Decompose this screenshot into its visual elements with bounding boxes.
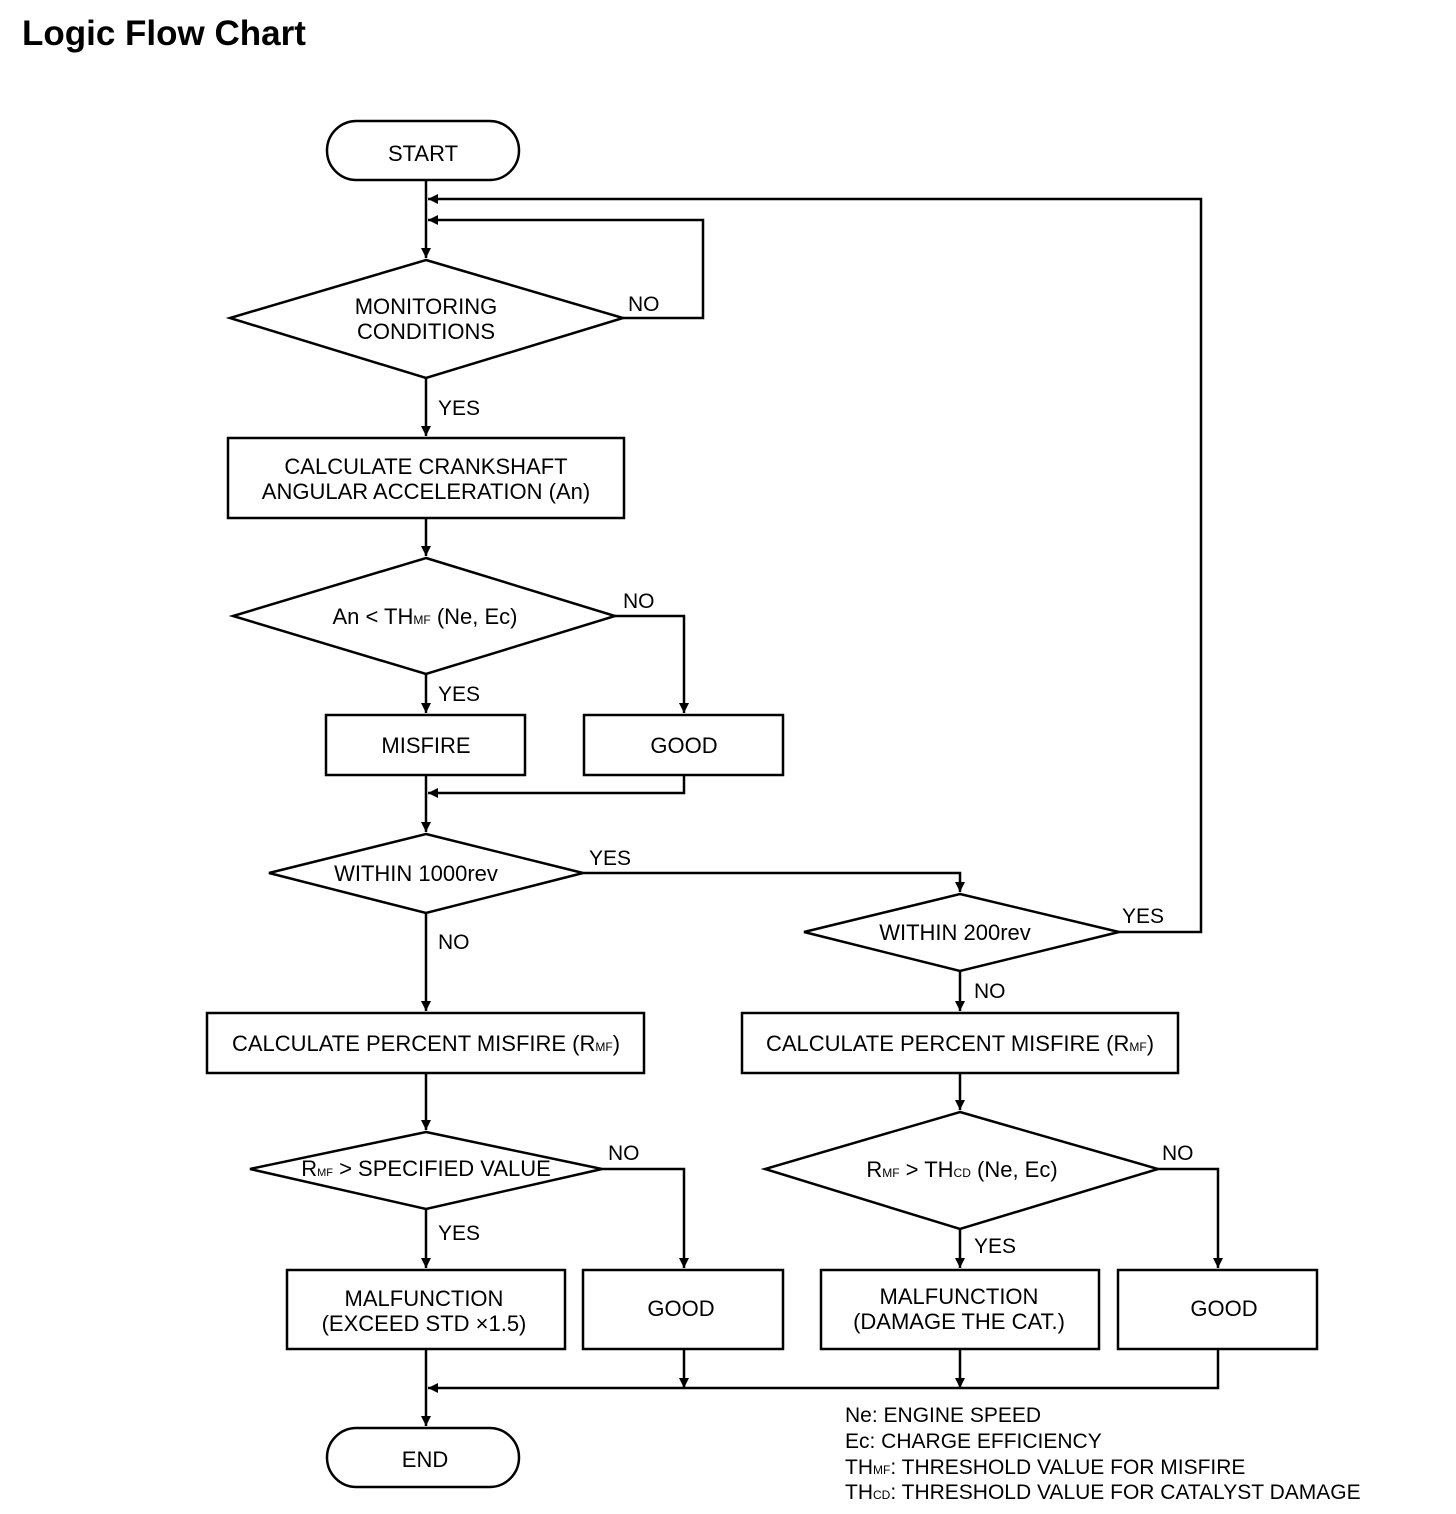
node-end-text: END <box>402 1447 448 1472</box>
node-calc-pct-right-text: CALCULATE PERCENT MISFIRE (RMF) <box>766 1031 1154 1056</box>
node-monitoring: MONITORING CONDITIONS <box>225 258 628 380</box>
node-within-1000: WITHIN 1000rev <box>268 832 584 915</box>
node-calc-pct-left-text: CALCULATE PERCENT MISFIRE (RMF) <box>232 1031 620 1056</box>
edges <box>421 180 1223 1426</box>
node-rmf-thcd: RMF > THCD (Ne, Ec) <box>760 1110 1163 1231</box>
node-monitoring-text-1: MONITORING <box>355 294 498 319</box>
label-w1000-no: NO <box>438 931 470 954</box>
edge-an-no <box>615 614 689 713</box>
node-misfire: MISFIRE <box>324 713 527 777</box>
label-monitoring-yes: YES <box>438 397 480 420</box>
node-misfire-text: MISFIRE <box>381 733 470 758</box>
page-title: Logic Flow Chart <box>22 14 306 53</box>
node-calc-accel-text-2: ANGULAR ACCELERATION (An) <box>262 479 590 504</box>
node-good-2-text: GOOD <box>647 1296 714 1321</box>
edge-within200-yes-loop <box>428 194 1203 934</box>
node-rmf-thcd-text: RMF > THCD (Ne, Ec) <box>866 1157 1057 1182</box>
node-calc-accel: CALCULATE CRANKSHAFT ANGULAR ACCELERATIO… <box>226 436 626 520</box>
node-rmf-spec-text: RMF > SPECIFIED VALUE <box>301 1156 551 1181</box>
label-w200-no: NO <box>974 980 1006 1003</box>
legend-item-thmf: THMF: THRESHOLD VALUE FOR MISFIRE <box>845 1456 1245 1479</box>
node-malfunction-cat-text-1: MALFUNCTION <box>880 1284 1039 1309</box>
node-end: END <box>325 1426 521 1489</box>
label-w1000-yes: YES <box>589 847 631 870</box>
label-thcd-yes: YES <box>974 1235 1016 1258</box>
node-within-200: WITHIN 200rev <box>803 892 1120 973</box>
label-an-no: NO <box>623 590 655 613</box>
legend-item-thcd: THCD: THRESHOLD VALUE FOR CATALYST DAMAG… <box>845 1481 1361 1504</box>
node-start: START <box>325 119 521 182</box>
legend-item-ec: Ec: CHARGE EFFICIENCY <box>845 1430 1102 1453</box>
label-monitoring-no: NO <box>628 293 660 316</box>
edge-labels: NO YES NO YES YES NO YES NO NO YES NO YE… <box>438 293 1194 1258</box>
label-thcd-no: NO <box>1162 1142 1194 1165</box>
node-good-3-text: GOOD <box>1190 1296 1257 1321</box>
label-w200-yes: YES <box>1122 905 1164 928</box>
node-malfunction-std-text-1: MALFUNCTION <box>345 1286 504 1311</box>
edge-thcd-no <box>1158 1167 1223 1268</box>
node-malfunction-std: MALFUNCTION (EXCEED STD ×1.5) <box>285 1268 567 1351</box>
label-spec-yes: YES <box>438 1222 480 1245</box>
node-an-check: An < THMF (Ne, Ec) <box>228 556 620 676</box>
node-good-2: GOOD <box>581 1268 785 1351</box>
edge-spec-no <box>602 1167 689 1268</box>
node-calc-pct-left: CALCULATE PERCENT MISFIRE (RMF) <box>205 1011 646 1075</box>
node-an-check-text: An < THMF (Ne, Ec) <box>332 604 517 629</box>
edge-good1-merge <box>428 775 686 798</box>
node-calc-accel-text-1: CALCULATE CRANKSHAFT <box>284 454 567 479</box>
node-calc-pct-right: CALCULATE PERCENT MISFIRE (RMF) <box>740 1011 1180 1075</box>
node-good-1: GOOD <box>582 713 785 777</box>
node-within-200-text: WITHIN 200rev <box>879 920 1031 945</box>
edge-monitoring-no-loop <box>428 215 705 320</box>
node-malfunction-cat-text-2: (DAMAGE THE CAT.) <box>853 1309 1065 1334</box>
node-good-3: GOOD <box>1116 1268 1319 1351</box>
node-monitoring-text-2: CONDITIONS <box>357 319 495 344</box>
legend-item-ne: Ne: ENGINE SPEED <box>845 1404 1041 1427</box>
node-malfunction-cat: MALFUNCTION (DAMAGE THE CAT.) <box>819 1268 1101 1351</box>
legend: Ne: ENGINE SPEED Ec: CHARGE EFFICIENCY T… <box>845 1404 1361 1504</box>
edge-w1000-yes <box>583 871 965 892</box>
node-within-1000-text: WITHIN 1000rev <box>334 861 498 886</box>
node-malfunction-std-text-2: (EXCEED STD ×1.5) <box>322 1311 527 1336</box>
node-good-1-text: GOOD <box>650 733 717 758</box>
label-spec-no: NO <box>608 1142 640 1165</box>
edge-merge-bottom <box>428 1349 1220 1393</box>
node-rmf-spec: RMF > SPECIFIED VALUE <box>249 1130 603 1211</box>
node-start-text: START <box>388 141 458 166</box>
label-an-yes: YES <box>438 683 480 706</box>
